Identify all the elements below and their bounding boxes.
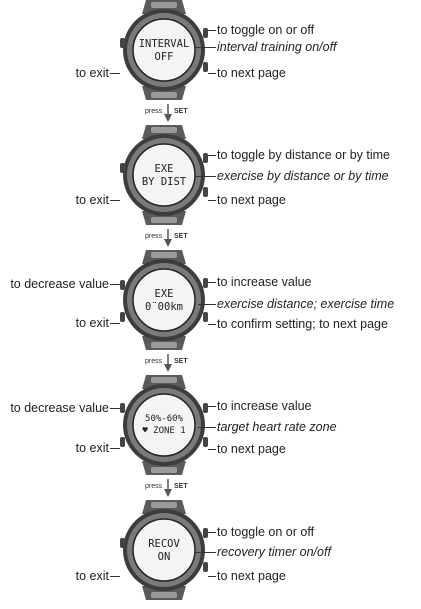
arrow-down-icon	[164, 229, 172, 247]
label-set-button: to toggle on or off	[217, 23, 315, 37]
label-set-button: to increase value	[217, 399, 312, 413]
label-next-button: to next page	[217, 569, 286, 583]
step-interval: INTERVAL OFF to toggle on or off interva…	[0, 0, 421, 100]
label-exit-button: to exit	[75, 441, 109, 455]
label-exit-button: to exit	[75, 316, 109, 330]
watch-icon: 50%-60% ♥ ZONE 1	[120, 375, 208, 475]
label-exit-button: to exit	[75, 66, 109, 80]
lcd-line-1: EXE	[155, 163, 174, 175]
lcd-line-2: BY DIST	[142, 176, 187, 188]
step-heart-rate-zone: 50%-60% ♥ ZONE 1 to increase value targe…	[0, 375, 421, 475]
lcd-line-1: INTERVAL	[139, 38, 190, 50]
lcd-line-1: 50%-60%	[145, 414, 184, 424]
watch-icon: INTERVAL OFF	[120, 0, 208, 100]
label-screen: recovery timer on/off	[217, 545, 331, 559]
label-next-button: to next page	[217, 66, 286, 80]
label-next-button: to confirm setting; to next page	[217, 317, 388, 331]
label-decrease-button: to decrease value	[10, 401, 109, 415]
press-set-arrow: press SET	[0, 354, 421, 374]
watch-icon: RECOV ON	[120, 500, 208, 600]
label-next-button: to next page	[217, 193, 286, 207]
label-screen: interval training on/off	[217, 40, 337, 54]
press-set-arrow: press SET	[0, 104, 421, 124]
lcd-line-2: ♥ ZONE 1	[142, 426, 185, 436]
step-exercise-mode: EXE BY DIST to toggle by distance or by …	[0, 125, 421, 225]
step-exercise-value: EXE 0¨00km to increase value exercise di…	[0, 250, 421, 350]
label-decrease-button: to decrease value	[10, 277, 109, 291]
arrow-down-icon	[164, 479, 172, 497]
lcd-line-1: EXE	[155, 288, 174, 300]
label-screen: exercise distance; exercise time	[217, 297, 395, 311]
label-screen: exercise by distance or by time	[217, 169, 389, 183]
label-exit-button: to exit	[75, 193, 109, 207]
lcd-line-2: ON	[158, 551, 171, 563]
step-recovery-timer: RECOV ON to toggle on or off recovery ti…	[0, 500, 421, 600]
arrow-down-icon	[164, 354, 172, 372]
label-set-button: to increase value	[217, 275, 312, 289]
label-exit-button: to exit	[75, 569, 109, 583]
press-set-arrow: press SET	[0, 229, 421, 249]
label-set-button: to toggle by distance or by time	[217, 148, 391, 162]
watch-icon: EXE 0¨00km	[120, 250, 208, 350]
watch-icon: EXE BY DIST	[120, 125, 208, 225]
lcd-line-1: RECOV	[148, 538, 180, 550]
label-screen: target heart rate zone	[217, 420, 337, 434]
lcd-line-2: 0¨00km	[145, 301, 183, 313]
press-set-arrow: press SET	[0, 479, 421, 499]
lcd-line-2: OFF	[155, 51, 174, 63]
label-set-button: to toggle on or off	[217, 525, 315, 539]
label-next-button: to next page	[217, 442, 286, 456]
arrow-down-icon	[164, 104, 172, 122]
